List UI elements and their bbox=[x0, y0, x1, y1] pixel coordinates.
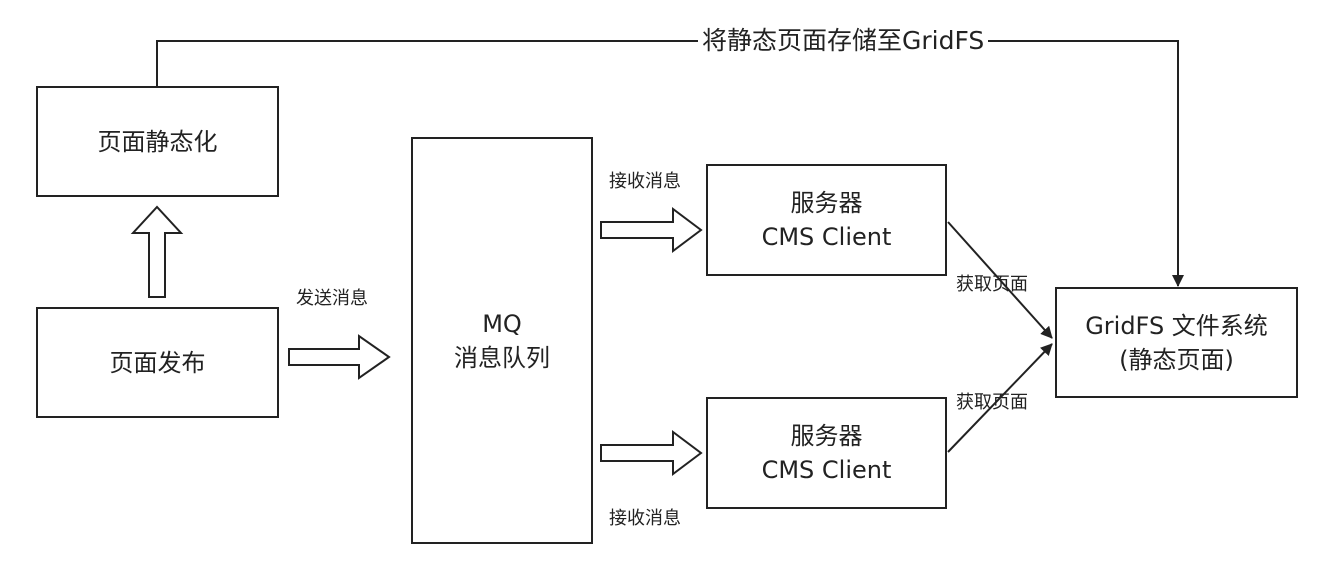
gridfs-box: GridFS 文件系统 (静态页面) bbox=[1055, 287, 1298, 398]
fetch-connector-bottom bbox=[947, 343, 1053, 453]
static-pages-label: (静态页面) bbox=[1119, 345, 1234, 374]
cms-client-label-top: CMS Client bbox=[761, 223, 892, 251]
server-label-bottom: 服务器 bbox=[790, 422, 863, 450]
gridfs-label: GridFS 文件系统 bbox=[1085, 311, 1268, 340]
mq-queue-label: 消息队列 bbox=[454, 343, 550, 372]
fetch-page-label-bottom: 获取页面 bbox=[956, 392, 1028, 413]
store-connector bbox=[156, 40, 1184, 287]
cms-client-label-bottom: CMS Client bbox=[761, 456, 892, 484]
server-label-top: 服务器 bbox=[790, 189, 863, 217]
send-message-label: 发送消息 bbox=[296, 288, 368, 309]
cms-client-box-bottom: 服务器 CMS Client bbox=[706, 397, 947, 509]
fetch-connector-top bbox=[947, 221, 1053, 339]
hollow-arrow-receive-top bbox=[600, 207, 703, 253]
static-page-box: 页面静态化 bbox=[36, 86, 279, 197]
receive-message-label-top: 接收消息 bbox=[609, 171, 681, 192]
cms-client-box-top: 服务器 CMS Client bbox=[706, 164, 947, 276]
fetch-page-label-top: 获取页面 bbox=[956, 274, 1028, 295]
mq-queue-box: MQ 消息队列 bbox=[411, 137, 593, 544]
static-page-label: 页面静态化 bbox=[97, 127, 218, 156]
page-publish-box: 页面发布 bbox=[36, 307, 279, 418]
hollow-arrow-up bbox=[130, 205, 184, 298]
hollow-arrow-send bbox=[288, 334, 391, 380]
store-to-gridfs-label: 将静态页面存储至GridFS bbox=[698, 25, 989, 57]
hollow-arrow-receive-bottom bbox=[600, 430, 703, 476]
page-publish-label: 页面发布 bbox=[109, 348, 206, 377]
receive-message-label-bottom: 接收消息 bbox=[609, 508, 681, 529]
mq-label: MQ bbox=[482, 309, 522, 338]
